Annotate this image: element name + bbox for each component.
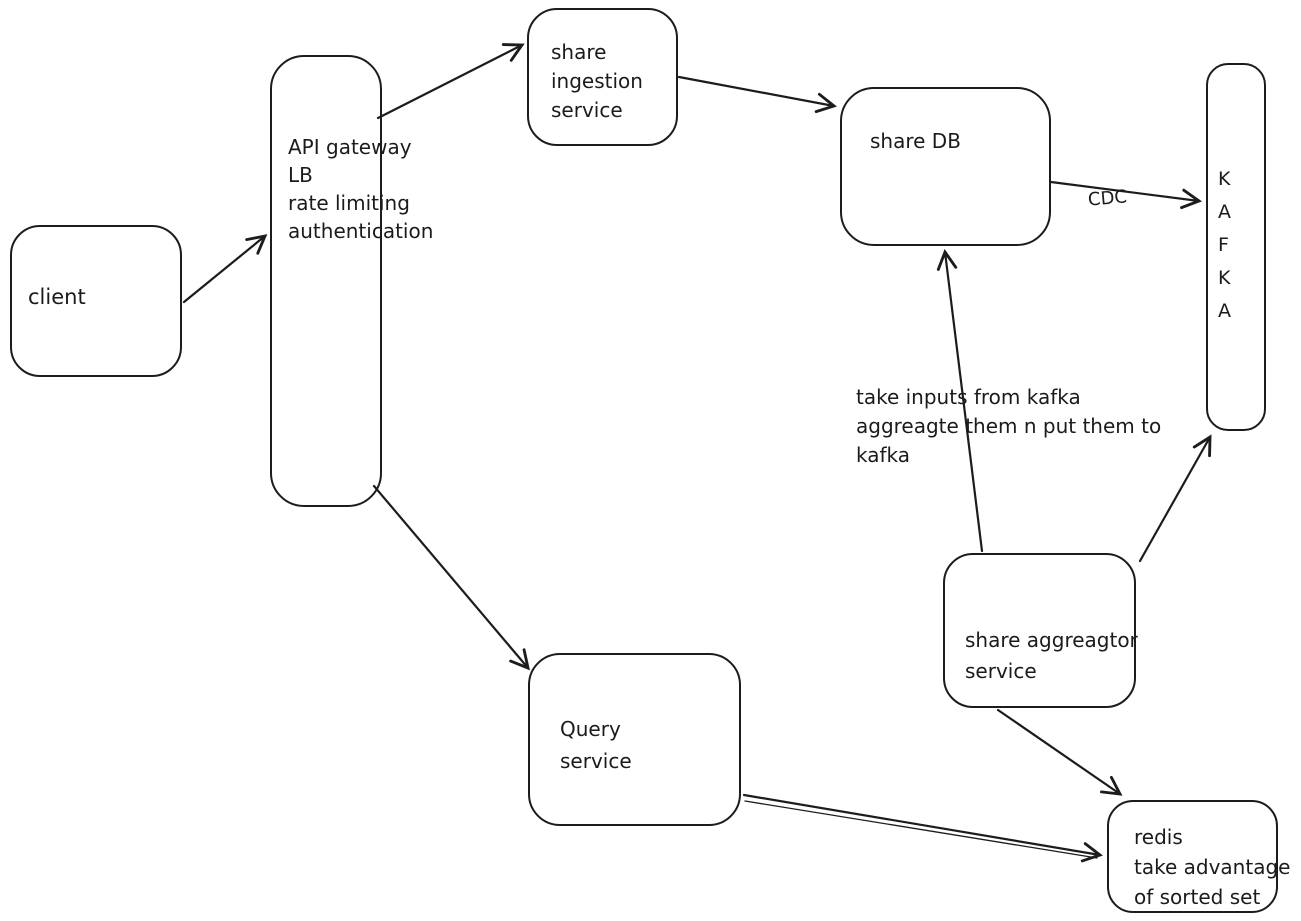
node-query-service-label: Query service xyxy=(560,717,632,773)
node-query-service[interactable]: Query service xyxy=(528,653,741,826)
node-redis[interactable]: redis take advantage of sorted set xyxy=(1107,800,1290,913)
node-share-db-label: share DB xyxy=(870,129,961,153)
node-api-gateway-label: API gateway LB rate limiting authenticat… xyxy=(288,135,434,243)
node-share-ingestion-service[interactable]: share ingestion service xyxy=(527,8,678,146)
node-kafka-label: K A F K A xyxy=(1218,168,1231,322)
node-api-gateway[interactable]: API gateway LB rate limiting authenticat… xyxy=(270,55,433,507)
edge-api-gateway-to-share-ingestion[interactable] xyxy=(376,43,525,120)
node-share-db[interactable]: share DB xyxy=(840,87,1051,246)
edge-query-service-to-redis-double-stroke xyxy=(744,800,1098,859)
node-redis-label: redis take advantage of sorted set xyxy=(1134,825,1291,909)
node-share-ingestion-label: share ingestion service xyxy=(551,40,643,122)
aggregator-note: take inputs from kafka aggreagte them n … xyxy=(856,385,1162,467)
node-client[interactable]: client xyxy=(10,225,182,377)
node-share-aggregator-label: share aggreagtor service xyxy=(965,628,1138,683)
edge-client-to-api-gateway[interactable] xyxy=(182,234,268,304)
node-client-label: client xyxy=(28,285,86,309)
edge-share-ingestion-to-share-db[interactable] xyxy=(677,75,837,114)
edge-query-service-to-redis[interactable] xyxy=(742,793,1103,863)
edge-share-aggregator-to-redis[interactable] xyxy=(996,708,1123,796)
cdc-edge-label: CDC xyxy=(1087,186,1128,211)
node-kafka[interactable]: K A F K A xyxy=(1206,63,1266,431)
node-share-aggregator-service[interactable]: share aggreagtor service xyxy=(943,553,1138,708)
edge-api-gateway-to-query-service[interactable] xyxy=(372,484,530,671)
